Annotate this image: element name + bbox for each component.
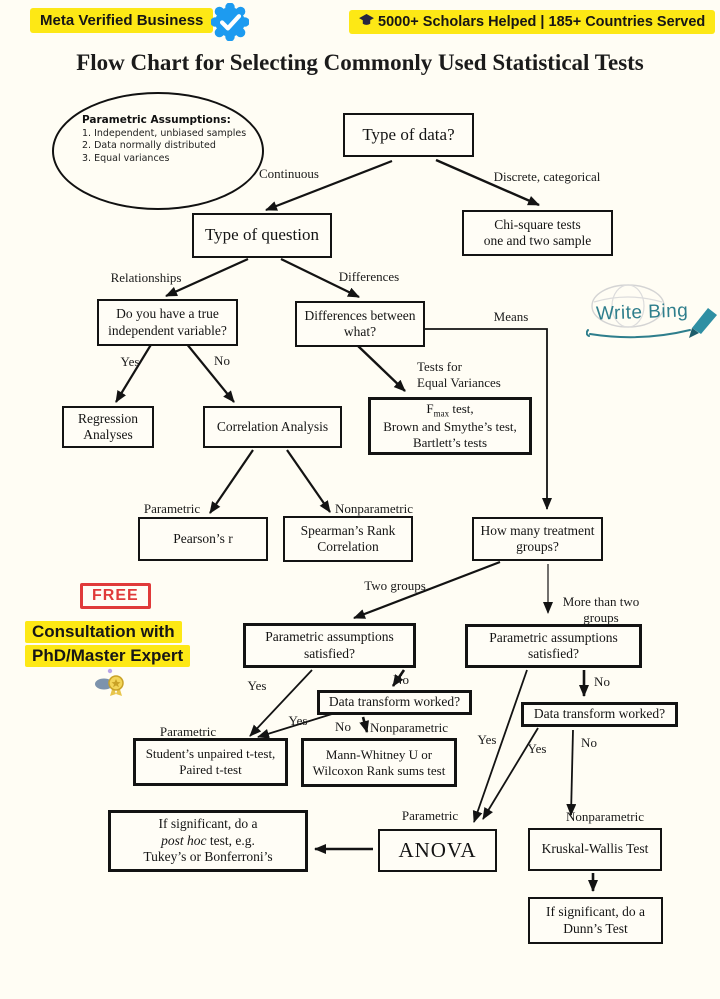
scholars-badge: 5000+ Scholars Helped | 185+ Countries S… <box>349 10 716 34</box>
meta-verified-label: Meta Verified Business <box>40 12 204 29</box>
node-kruskal-wallis: Kruskal-Wallis Test <box>528 828 662 871</box>
node-data-transform-two: Data transform worked? <box>317 690 472 715</box>
oval-item: 2. Data normally distributed <box>82 140 216 152</box>
node-mann-whitney: Mann-Whitney U or Wilcoxon Rank sums tes… <box>301 738 457 787</box>
node-differences-between-what: Differences between what? <box>295 301 425 347</box>
pen-icon <box>689 308 717 338</box>
label-no-param-two: No <box>393 672 409 687</box>
node-treatment-groups: How many treatment groups? <box>472 517 603 561</box>
node-true-independent-variable: Do you have a true independent variable? <box>97 299 238 346</box>
label-two-groups: Two groups <box>364 578 426 593</box>
label-tests-for-equal-variances: Tests for Equal Variances <box>417 359 501 390</box>
node-type-of-question: Type of question <box>192 213 332 258</box>
label-continuous: Continuous <box>259 166 319 181</box>
node-students-t-test: Student’s unpaired t-test, Paired t-test <box>133 738 288 786</box>
consult-line-2: PhD/Master Expert <box>25 645 191 667</box>
node-dunns-test: If significant, do a Dunn’s Test <box>528 897 663 944</box>
label-parametric-ttest: Parametric <box>159 724 217 739</box>
label-nonparametric-kruskal: Nonparametric <box>566 809 644 824</box>
node-parametric-assumptions-two: Parametric assumptions satisfied? <box>243 623 416 668</box>
node-parametric-assumptions-multi: Parametric assumptions satisfied? <box>465 624 642 668</box>
label-no-transform-multi: No <box>581 735 597 750</box>
node-anova: ANOVA <box>378 829 497 872</box>
oval-heading: Parametric Assumptions: <box>82 114 231 126</box>
label-yes-transform-multi: Yes <box>527 741 547 756</box>
label-more-than-two-groups: More than two groups <box>562 594 640 625</box>
label-discrete-categorical: Discrete, categorical <box>493 169 601 184</box>
label-no-param-multi: No <box>594 674 610 689</box>
write-bing-logo: Write Bing <box>585 282 720 348</box>
verified-checkmark-icon <box>211 3 249 41</box>
consult-line-1: Consultation with <box>25 621 182 643</box>
graduation-cap-icon <box>359 14 374 25</box>
label-no-iv: No <box>214 353 230 368</box>
logo-graphics <box>585 284 717 339</box>
parametric-assumptions-oval: Parametric Assumptions: 1. Independent, … <box>52 92 264 210</box>
scholars-label: 5000+ Scholars Helped | 185+ Countries S… <box>378 14 706 30</box>
node-chi-square: Chi-square tests one and two sample <box>462 210 613 256</box>
node-equal-variance-tests: Fmax test, Brown and Smythe’s test, Bart… <box>368 397 532 455</box>
label-nonparametric-spearman: Nonparametric <box>335 501 413 516</box>
label-relationships: Relationships <box>110 270 182 285</box>
medal-icon <box>95 668 124 696</box>
node-spearman-rank: Spearman’s Rank Correlation <box>283 516 413 562</box>
oval-item: 3. Equal variances <box>82 152 170 164</box>
label-means: Means <box>493 309 529 324</box>
logo-text: Write Bing <box>595 300 689 325</box>
page-title: Flow Chart for Selecting Commonly Used S… <box>76 50 644 75</box>
label-no-transform-two: No <box>335 719 351 734</box>
node-post-hoc: If significant, do a post hoc test, e.g.… <box>108 810 308 872</box>
meta-verified-badge: Meta Verified Business <box>30 8 214 33</box>
node-pearsons-r: Pearson’s r <box>138 517 268 561</box>
label-differences: Differences <box>338 269 400 284</box>
consultation-offer: Consultation with PhD/Master Expert <box>25 619 191 667</box>
node-type-of-data: Type of data? <box>343 113 474 157</box>
oval-item: 1. Independent, unbiased samples <box>82 127 247 139</box>
label-parametric-pearson: Parametric <box>143 501 201 516</box>
label-yes-param-multi: Yes <box>477 732 497 747</box>
free-stamp: FREE <box>80 583 151 609</box>
label-nonparametric-mann-whitney: Nonparametric <box>370 720 448 735</box>
label-yes-transform-two: Yes <box>288 713 308 728</box>
node-regression-analyses: Regression Analyses <box>62 406 154 448</box>
label-parametric-anova: Parametric <box>401 808 459 823</box>
label-yes-param-two: Yes <box>247 678 267 693</box>
node-data-transform-multi: Data transform worked? <box>521 702 678 727</box>
node-correlation-analysis: Correlation Analysis <box>203 406 342 448</box>
label-yes-iv: Yes <box>120 354 140 369</box>
